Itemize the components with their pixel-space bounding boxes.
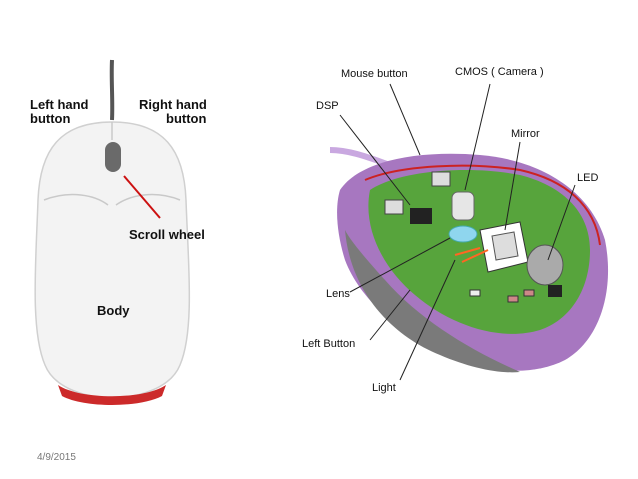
right-button-seam (115, 193, 181, 206)
mouse-cable (109, 59, 115, 121)
led-chip (548, 285, 562, 297)
label-right-hand-button-line1: Right hand (139, 97, 207, 112)
label-left-hand-button-line2: button (30, 111, 71, 126)
component-1 (507, 295, 519, 303)
leader-light (399, 259, 456, 381)
leader-mouse-button (389, 83, 421, 156)
label-left-button: Left Button (302, 338, 356, 350)
label-scroll-wheel: Scroll wheel (129, 227, 205, 242)
left-button-seam (43, 193, 109, 206)
leader-dsp (339, 114, 411, 206)
dsp-chip (410, 208, 432, 224)
label-lens: Lens (326, 288, 350, 300)
led-shape (526, 244, 564, 286)
label-light: Light (372, 382, 396, 394)
label-led: LED (577, 172, 599, 184)
mouse-base-band (58, 385, 166, 405)
red-trace (364, 164, 601, 246)
scroll-wheel-pointer (123, 175, 161, 219)
mirror-face (491, 231, 519, 261)
label-cmos-camera: CMOS ( Camera ) (455, 66, 544, 78)
lens-shape (448, 225, 478, 243)
leader-lens (349, 237, 451, 293)
label-mouse-button: Mouse button (341, 68, 408, 80)
leader-mirror (504, 141, 521, 231)
leader-led (547, 184, 576, 261)
component-3 (469, 289, 481, 297)
label-right-hand-button-line2: button (166, 111, 207, 126)
leader-left-button (369, 289, 411, 341)
switch-left (384, 199, 404, 215)
cmos-camera (451, 191, 475, 221)
shell-side (345, 230, 520, 373)
component-2 (523, 289, 535, 297)
label-left-hand-button-line1: Left hand (30, 97, 89, 112)
cable-right (329, 147, 391, 168)
slide-date: 4/9/2015 (37, 452, 76, 463)
light-rays (454, 247, 489, 263)
leader-cmos (464, 83, 491, 191)
switch-right (431, 171, 451, 187)
label-mirror: Mirror (511, 128, 540, 140)
label-body: Body (97, 303, 130, 318)
label-dsp: DSP (316, 100, 339, 112)
scroll-wheel-shape (105, 142, 121, 172)
